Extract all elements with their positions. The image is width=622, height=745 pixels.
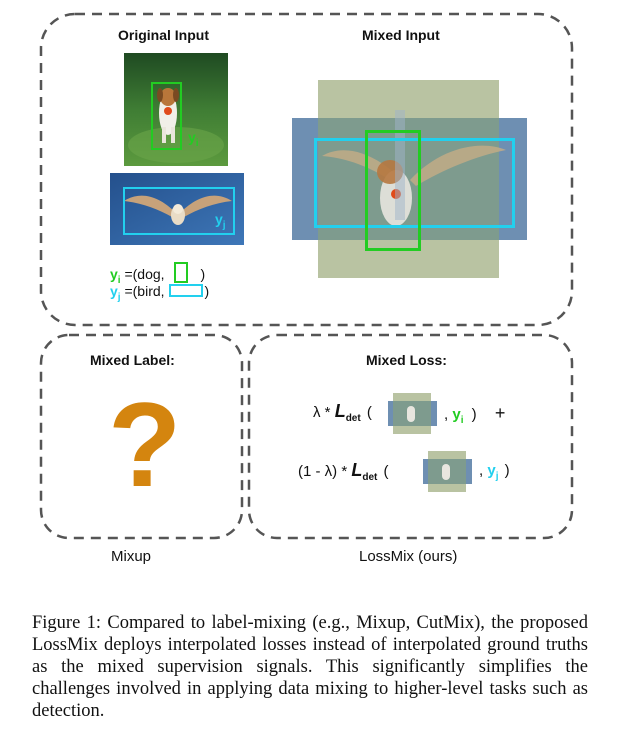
mixed-loss-title: Mixed Loss: bbox=[366, 352, 447, 368]
lossmix-label: LossMix (ours) bbox=[359, 548, 458, 565]
mixed-bird-bounding-box bbox=[314, 138, 515, 228]
mixup-label: Mixup bbox=[111, 548, 152, 565]
loss-row-1: λ * Ldet ( bbox=[313, 401, 372, 424]
owl-image: yj bbox=[110, 173, 244, 245]
loss-row-1-target: , yi ) + bbox=[444, 403, 506, 426]
question-mark: ? bbox=[108, 378, 182, 512]
original-input-title: Original Input bbox=[118, 27, 209, 43]
mixed-dog-bounding-box bbox=[365, 130, 421, 251]
figure-caption: Figure 1: Compared to label-mixing (e.g.… bbox=[32, 613, 588, 721]
legend-bird: yj =(bird,) bbox=[110, 283, 210, 303]
loss-row-2: (1 - λ) * Ldet ( bbox=[298, 460, 389, 483]
bird-bounding-box bbox=[123, 187, 235, 235]
mixed-input-image bbox=[292, 80, 527, 278]
dog-bounding-box bbox=[151, 82, 182, 150]
loss-row-2-mixed-thumbnail bbox=[423, 451, 472, 492]
legend-dog-box-icon bbox=[174, 262, 189, 283]
mixed-label-title: Mixed Label: bbox=[90, 352, 175, 368]
legend-dog: yi =(dog, ) bbox=[110, 262, 205, 286]
mixed-label-panel-border bbox=[39, 333, 244, 540]
loss-row-2-target: , yj ) bbox=[479, 462, 510, 482]
loss-row-1-mixed-thumbnail bbox=[388, 393, 437, 434]
mixed-loss-panel-border bbox=[247, 333, 574, 540]
bird-box-label: yj bbox=[215, 211, 226, 231]
legend-bird-box-icon bbox=[168, 284, 203, 297]
dog-image: yi bbox=[124, 53, 228, 166]
top-panel-border bbox=[39, 12, 574, 327]
panel-outlines bbox=[39, 12, 574, 540]
mixed-input-title: Mixed Input bbox=[362, 27, 440, 43]
dog-box-label: yi bbox=[188, 129, 199, 149]
